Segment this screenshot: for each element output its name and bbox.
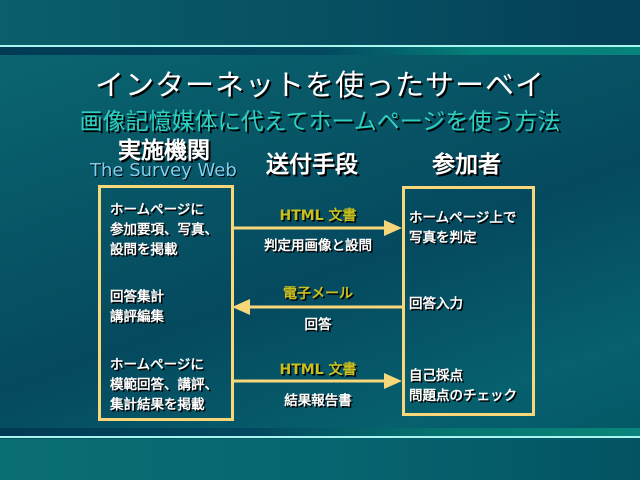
top-divider-line bbox=[0, 45, 640, 47]
flow-medium-email: 電子メール bbox=[283, 286, 353, 302]
arrow-email-answers bbox=[232, 299, 403, 315]
flow-content-report: 結果報告書 bbox=[284, 393, 352, 409]
slide-subtitle: 画像記憶媒体に代えてホームページを使う方法 bbox=[79, 109, 561, 135]
bottom-band bbox=[0, 428, 640, 436]
flow-content-questions: 判定用画像と設問 bbox=[264, 238, 372, 254]
organizer-step-results: ホームページに 模範回答、講評、 集計結果を掲載 bbox=[110, 357, 218, 413]
participant-box bbox=[402, 186, 535, 416]
footer-background bbox=[0, 439, 640, 480]
column-header-transport: 送付手段 bbox=[266, 152, 358, 178]
header-background bbox=[0, 0, 640, 46]
flow-medium-html-1: HTML 文書 bbox=[279, 208, 357, 224]
flow-medium-html-2: HTML 文書 bbox=[279, 362, 357, 378]
organizer-step-aggregate: 回答集計 講評編集 bbox=[110, 289, 164, 325]
participant-step-check: 自己採点 問題点のチェック bbox=[409, 368, 517, 404]
organizer-box bbox=[98, 185, 234, 421]
column-header-participant: 参加者 bbox=[432, 152, 501, 178]
column-header-organizer: 実施機関 bbox=[118, 138, 210, 164]
arrow-html-results bbox=[233, 373, 402, 389]
participant-step-answer: 回答入力 bbox=[409, 296, 463, 312]
organizer-step-publish: ホームページに 参加要項、写真、 設問を掲載 bbox=[110, 202, 218, 258]
participant-step-judge: ホームページ上で 写真を判定 bbox=[409, 210, 517, 246]
slide-title: インターネットを使ったサーベイ bbox=[94, 68, 545, 102]
arrow-html-questions bbox=[233, 220, 402, 236]
top-band bbox=[0, 47, 640, 55]
organizer-name: The Survey Web bbox=[90, 160, 237, 181]
bottom-divider-line bbox=[0, 436, 640, 438]
flow-content-answers: 回答 bbox=[304, 317, 332, 333]
